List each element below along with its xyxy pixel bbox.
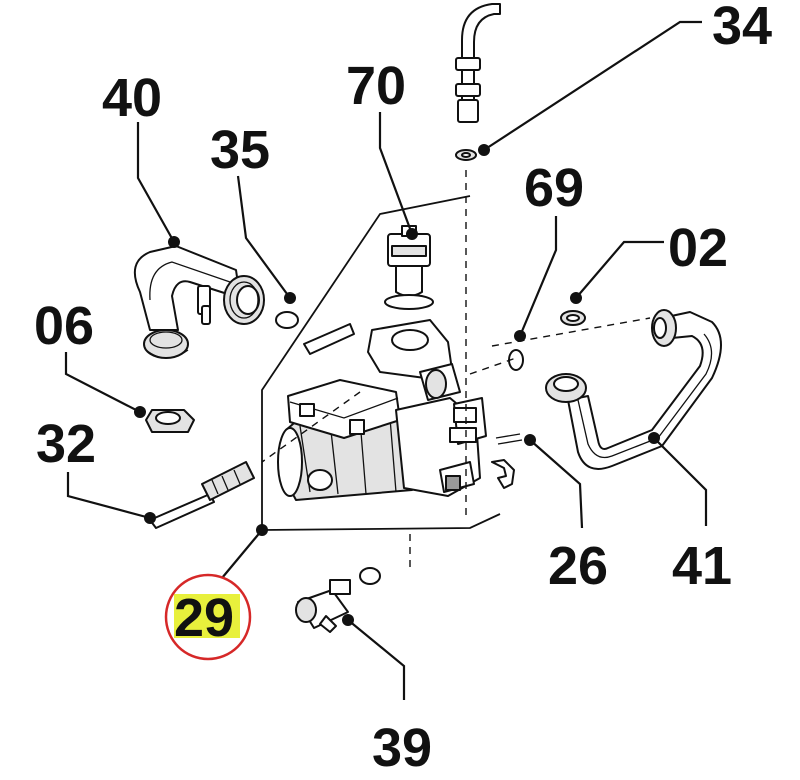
leader-69 — [514, 216, 558, 342]
label-41: 41 — [672, 536, 732, 596]
label-29: 29 — [174, 588, 234, 648]
part-clip — [303, 323, 355, 355]
label-69: 69 — [524, 158, 584, 218]
leader-29 — [221, 524, 268, 579]
label-35: 35 — [210, 120, 270, 180]
leader-26 — [524, 434, 584, 529]
label-40: 40 — [102, 68, 162, 128]
label-32: 32 — [36, 414, 96, 474]
label-06: 06 — [34, 296, 94, 356]
part-34-pipe — [455, 3, 501, 161]
highlight-circle — [164, 573, 252, 661]
part-26-spring-clip — [491, 433, 523, 489]
part-02-washer — [560, 310, 586, 326]
part-32-sensor-probe — [149, 461, 255, 529]
label-39: 39 — [372, 718, 432, 778]
highlight-marker — [174, 594, 240, 638]
label-34: 34 — [712, 0, 772, 56]
leader-06 — [64, 352, 146, 418]
label-02: 02 — [668, 218, 728, 278]
label-70: 70 — [346, 56, 406, 116]
part-35-o-ring — [275, 311, 299, 329]
leader-34 — [478, 20, 702, 156]
leader-41 — [648, 432, 708, 526]
leader-02 — [570, 240, 664, 304]
part-41-bent-pipe — [545, 309, 722, 470]
label-26: 26 — [548, 536, 608, 596]
leader-39 — [342, 614, 406, 700]
leader-35 — [236, 175, 296, 304]
highlight-29 — [164, 573, 252, 661]
leader-70 — [378, 112, 418, 240]
part-40-bent-pipe — [133, 245, 265, 359]
leader-40 — [136, 122, 180, 248]
part-39-safety-valve — [295, 567, 381, 633]
assembly-frame — [261, 170, 651, 568]
leader-32 — [66, 472, 156, 524]
part-06-hex-nut — [145, 409, 195, 433]
